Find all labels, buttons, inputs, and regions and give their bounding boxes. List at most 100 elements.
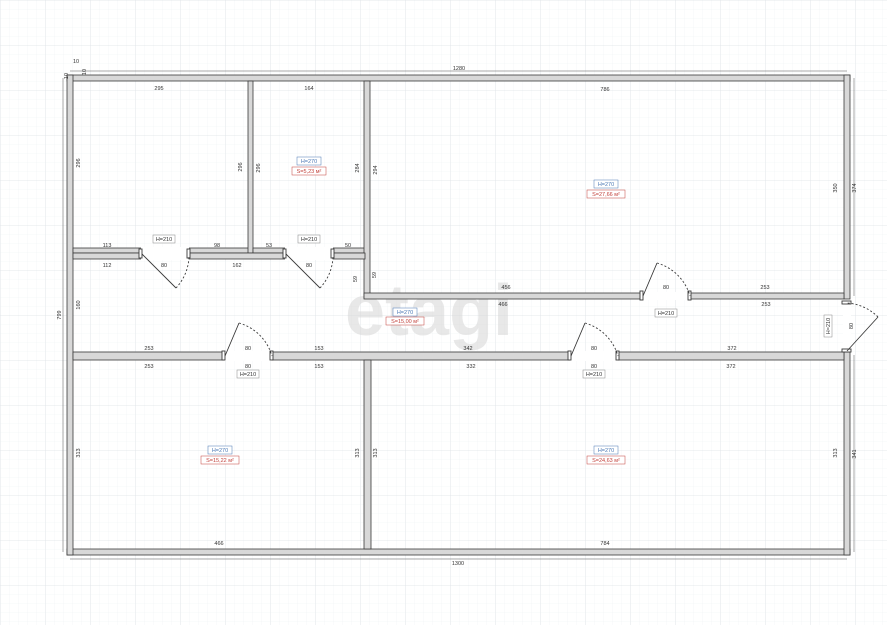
dim-corridor-bot-d: 372 bbox=[727, 346, 736, 352]
door-room4[interactable] bbox=[221, 322, 274, 361]
door4-height-tag: H=210 bbox=[236, 369, 260, 379]
dim-r1-right: 296 bbox=[238, 162, 244, 171]
dim-r5-top-right: 372 bbox=[726, 364, 735, 370]
corridor-area: S=15,00 м² bbox=[391, 319, 419, 325]
dim-r2-top: 164 bbox=[304, 86, 313, 92]
room5-tags: H=270 S=24,63 м² bbox=[586, 445, 626, 465]
dim-corridor-top-a: 112 bbox=[103, 263, 112, 269]
dim-door4-width: 80 bbox=[245, 346, 251, 352]
dim-r3-right: 350 bbox=[833, 183, 839, 192]
room4-height: H=270 bbox=[212, 448, 228, 454]
svg-text:H=210: H=210 bbox=[658, 311, 674, 317]
outer-wall-top bbox=[66, 74, 851, 82]
door1-height-tag: H=210 bbox=[152, 234, 176, 244]
dim-corridor-top-rr: 253 bbox=[761, 302, 770, 308]
wall-room1-room2 bbox=[247, 80, 254, 254]
dim-door1-width: 80 bbox=[161, 263, 167, 269]
door-height-tags: H=210 H=210 H=210 H=210 H=210 H=210 bbox=[152, 234, 833, 379]
wall-room4-room5 bbox=[363, 359, 372, 550]
corridor-tags: H=270 S=15,00 м² bbox=[385, 307, 425, 326]
outer-wall-right-upper bbox=[843, 74, 851, 300]
door3-height-tag: H=210 bbox=[654, 308, 678, 318]
dim-r1-bottom-right: 98 bbox=[214, 243, 220, 249]
dim-corner-c: 10 bbox=[82, 69, 88, 75]
dim-corridor-bot-b: 153 bbox=[314, 346, 323, 352]
wall-corridor-bottom bbox=[72, 351, 845, 361]
dim-corridor-left: 160 bbox=[76, 300, 82, 309]
door-room2[interactable] bbox=[282, 248, 335, 289]
dim-r4-right: 313 bbox=[355, 448, 361, 457]
dim-r1-bottom-left: 113 bbox=[103, 243, 112, 249]
dim-door5-width-b: 80 bbox=[591, 364, 597, 370]
wall-corridor-top bbox=[72, 252, 366, 260]
door-room1[interactable] bbox=[138, 248, 191, 289]
dim-corridor-small-b: 59 bbox=[372, 272, 378, 278]
door-room3[interactable] bbox=[639, 262, 692, 301]
dim-r2-bottom-left: 53 bbox=[266, 243, 272, 249]
room-tags: H=270 S=5,23 м² H=270 S=27,66 м² H=270 S… bbox=[200, 156, 626, 465]
dim-r3-bottom-right: 253 bbox=[760, 285, 769, 291]
dim-overall-left: 799 bbox=[57, 310, 63, 319]
dim-corridor-bot-c: 342 bbox=[463, 346, 472, 352]
outer-wall-bottom bbox=[66, 548, 851, 556]
dim-r5-top-left: 332 bbox=[466, 364, 475, 370]
entrance-door[interactable] bbox=[841, 300, 879, 353]
walls bbox=[66, 74, 851, 556]
svg-text:H=210: H=210 bbox=[156, 237, 172, 243]
dim-door2-width: 80 bbox=[306, 263, 312, 269]
dim-overall-bottom: 1300 bbox=[452, 561, 464, 567]
dim-door4-width-b: 80 bbox=[245, 364, 251, 370]
doors bbox=[138, 248, 879, 361]
door-openings bbox=[141, 247, 851, 361]
dim-door3-width: 80 bbox=[663, 285, 669, 291]
dim-corridor-bot-a: 253 bbox=[144, 346, 153, 352]
wall-room3-bottom bbox=[363, 292, 845, 300]
svg-text:H=210: H=210 bbox=[586, 372, 602, 378]
dim-r3-top: 786 bbox=[600, 87, 609, 93]
dim-r2-right: 284 bbox=[355, 163, 361, 172]
corridor-height: H=270 bbox=[397, 310, 413, 316]
dim-r1-left: 296 bbox=[76, 158, 82, 167]
dim-r2-left: 296 bbox=[256, 163, 262, 172]
room3-height: H=270 bbox=[598, 182, 614, 188]
dim-corridor-small-a: 59 bbox=[353, 276, 359, 282]
door2-height-tag: H=210 bbox=[297, 234, 321, 244]
dim-r3-left: 294 bbox=[373, 165, 379, 174]
overall-dimension-lines bbox=[62, 70, 855, 560]
dim-r5-left: 313 bbox=[373, 448, 379, 457]
dim-r4-top-right: 153 bbox=[314, 364, 323, 370]
dim-door5-width: 80 bbox=[591, 346, 597, 352]
room5-height: H=270 bbox=[598, 448, 614, 454]
dim-corner-a: 10 bbox=[73, 59, 79, 65]
room3-area: S=27,66 м² bbox=[592, 192, 620, 198]
dim-corridor-top-r: 466 bbox=[498, 302, 507, 308]
dim-r5-right: 313 bbox=[833, 448, 839, 457]
dim-overall-top: 1280 bbox=[453, 66, 465, 72]
door5-height-tag: H=210 bbox=[582, 369, 606, 379]
outer-wall-left bbox=[66, 74, 74, 556]
dim-r1-top: 295 bbox=[154, 86, 163, 92]
outer-wall-right-lower bbox=[843, 351, 851, 556]
dim-r3-bottom-left: 456 bbox=[501, 285, 510, 291]
watermark: etagi bbox=[345, 271, 513, 351]
room4-tags: H=270 S=15,22 м² bbox=[200, 445, 240, 465]
dim-r4-top-left: 253 bbox=[144, 364, 153, 370]
dimension-labels: 1280 1300 10 10 10 799 374 341 295 296 2… bbox=[57, 59, 858, 567]
door-room5[interactable] bbox=[567, 322, 620, 361]
dim-r4-left: 313 bbox=[76, 448, 82, 457]
dim-corridor-top-b: 162 bbox=[232, 263, 241, 269]
room4-area: S=15,22 м² bbox=[206, 458, 234, 464]
dim-r4-bottom: 466 bbox=[214, 541, 223, 547]
wall-room2-room3 bbox=[363, 80, 371, 299]
room5-area: S=24,63 м² bbox=[592, 458, 620, 464]
dim-entrance-width: 80 bbox=[849, 323, 855, 329]
entrance-height-tag: H=210 bbox=[823, 314, 833, 338]
room3-tags: H=270 S=27,66 м² bbox=[586, 179, 626, 199]
svg-text:H=210: H=210 bbox=[301, 237, 317, 243]
room2-area: S=5,23 м² bbox=[297, 169, 322, 175]
dim-corner-b: 10 bbox=[64, 73, 70, 79]
dim-overall-right-top: 374 bbox=[852, 183, 858, 192]
dim-r2-bottom-right: 50 bbox=[345, 243, 351, 249]
